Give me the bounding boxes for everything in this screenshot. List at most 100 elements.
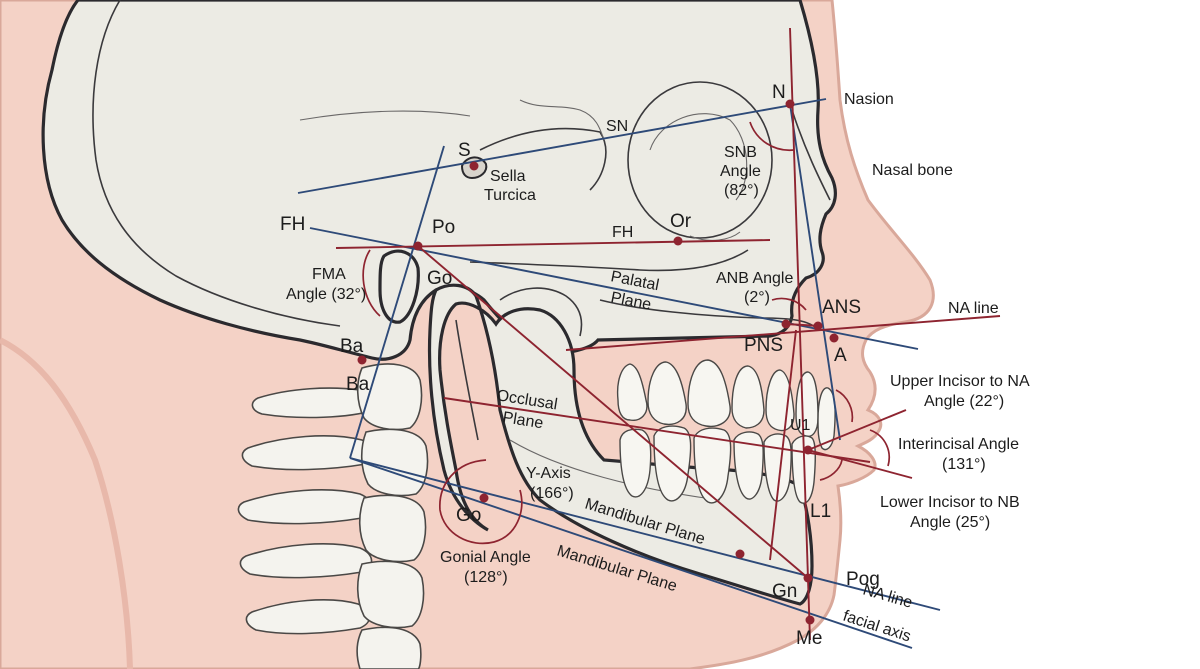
upper-molar-3 (616, 363, 648, 421)
point-ba (357, 355, 367, 365)
label-upper-incisor-2: Angle (22°) (924, 393, 1004, 410)
upper-incisor (817, 387, 836, 451)
label-occlusal-2: Plane (501, 409, 544, 432)
sphenoid-ridge (479, 127, 607, 191)
upper-molar-1 (687, 359, 731, 428)
label-anb-2: (2°) (744, 289, 770, 306)
label-facial-axis: facial axis (841, 608, 913, 646)
nasal-bone (791, 109, 831, 201)
snb-angle-arc (749, 121, 795, 151)
labels: Nasion N Nasal bone SN S Sella Turcica S… (280, 82, 1030, 649)
label-lower-incisor-1: Lower Incisor to NB (880, 494, 1020, 511)
label-go-upper: Go (427, 268, 452, 289)
point-a (829, 333, 839, 343)
point-or (673, 236, 683, 246)
upper-teeth (616, 359, 836, 451)
label-ans: ANS (822, 297, 861, 318)
upper-premolar-2 (731, 365, 765, 429)
upper-molar-2 (647, 361, 687, 426)
lower-premolar-2 (733, 431, 764, 500)
label-snb-1: SNB (724, 144, 757, 161)
label-na-line-top: NA line (948, 300, 999, 317)
skull-suture (519, 99, 605, 141)
mandibular-plane-line-2 (349, 457, 913, 649)
label-fma-1: FMA (312, 266, 346, 283)
a-to-b-line (769, 329, 797, 561)
point-n (785, 99, 795, 109)
label-nasion: Nasion (844, 91, 894, 108)
label-po: Po (432, 217, 455, 238)
occlusal-plane-line (443, 397, 871, 463)
measurement-lines (335, 27, 1001, 641)
label-upper-incisor-1: Upper Incisor to NA (890, 373, 1030, 390)
label-go-lower: Go (456, 505, 481, 526)
lower-premolar-1 (763, 433, 792, 502)
point-pns (781, 319, 791, 329)
sn-line (297, 98, 827, 194)
vertebra-5 (245, 599, 371, 635)
label-fma-2: Angle (32°) (286, 286, 366, 303)
label-ba-lower: Ba (346, 374, 370, 395)
vertebral-body-5 (356, 626, 422, 669)
label-me: Me (796, 628, 822, 649)
point-me (805, 615, 815, 625)
fh-line-red (335, 239, 771, 249)
maxilla-contour (599, 299, 819, 331)
anb-angle-arc (771, 297, 807, 311)
y-axis-line (417, 245, 809, 579)
neck-back-edge (0, 337, 133, 669)
label-gonial-2: (128°) (464, 569, 508, 586)
label-a: A (834, 345, 847, 366)
orbit (627, 81, 773, 239)
label-fh-mid: FH (612, 224, 633, 241)
nasion-vertical-line (789, 103, 841, 441)
lower-molar-1 (693, 427, 732, 504)
label-s: S (458, 140, 471, 161)
label-nasal-bone: Nasal bone (872, 162, 953, 179)
zygomatic-arch (469, 249, 749, 272)
label-yaxis-1: Y-Axis (526, 465, 571, 482)
label-lower-incisor-2: Angle (25°) (910, 514, 990, 531)
label-yaxis-2: (166°) (530, 485, 574, 502)
point-go (479, 493, 489, 503)
point-interincisal (803, 445, 813, 455)
cranium (41, 0, 837, 361)
label-pog: Pog (846, 569, 880, 590)
label-or: Or (670, 211, 692, 232)
label-sella-1: Sella (490, 168, 526, 185)
label-gonial-1: Gonial Angle (440, 549, 531, 566)
landmark-points (357, 99, 839, 625)
point-b (735, 549, 745, 559)
na-line-top (565, 315, 1001, 351)
point-ans (813, 321, 823, 331)
label-gn: Gn (772, 581, 797, 602)
cervical-spine (237, 363, 429, 669)
lower-incisor-angle-arc (819, 459, 843, 481)
label-na-line-bottom: NA line (861, 582, 915, 612)
label-snb-2: Angle (720, 163, 761, 180)
point-po (413, 241, 423, 251)
vertebral-body-3 (358, 494, 427, 563)
mandibular-canal (509, 439, 721, 501)
ramus-line (349, 145, 445, 459)
mandible (427, 283, 814, 606)
interincisal-line (807, 409, 907, 451)
label-interincisal-1: Interincisal Angle (898, 436, 1019, 453)
point-s (469, 161, 479, 171)
label-sella-2: Turcica (484, 187, 536, 204)
label-u1: U1 (790, 417, 811, 434)
coronoid-notch (499, 287, 583, 337)
mandibular-plane-line (349, 457, 941, 611)
label-fh-left: FH (280, 214, 305, 235)
n-vertical-red (789, 27, 811, 641)
condyle (378, 249, 420, 324)
label-snb-3: (82°) (724, 182, 759, 199)
cranial-inner-contour (92, 0, 341, 327)
temporal-line (299, 110, 471, 121)
label-anb-1: ANB Angle (716, 270, 793, 287)
upper-incisor-angle-arc (835, 389, 854, 423)
label-interincisal-2: (131°) (942, 456, 986, 473)
vertebral-body-2 (360, 428, 429, 497)
label-ba-upper: Ba (340, 336, 364, 357)
